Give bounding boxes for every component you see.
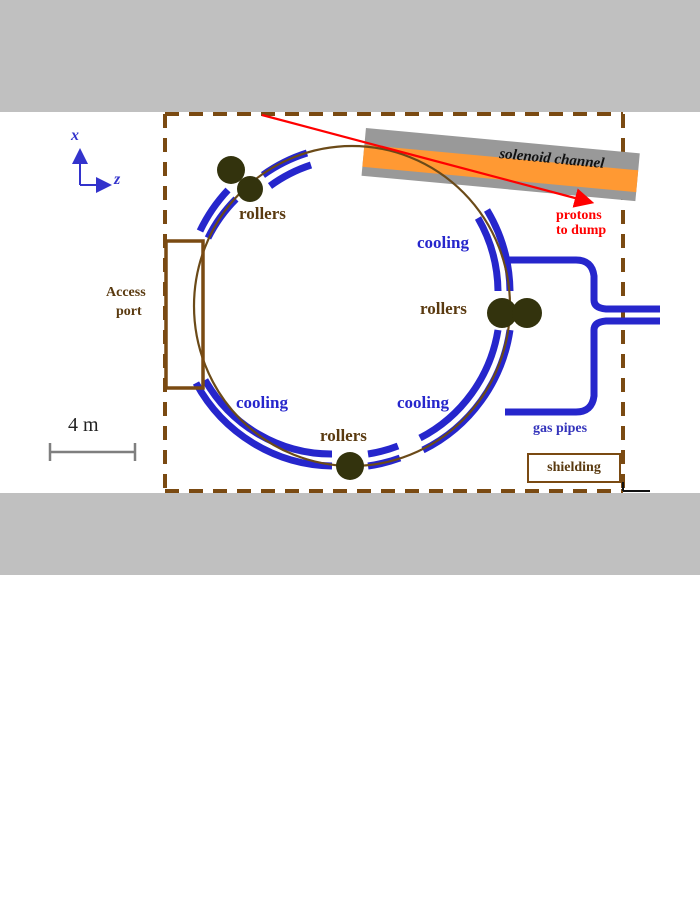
shielding-boundary [163, 112, 625, 493]
cooling-arc-outer-bl [192, 381, 333, 470]
rollers-label-right: rollers [420, 299, 467, 318]
roller-right-a [487, 298, 517, 328]
gas-pipes [505, 256, 660, 416]
axis-x-label: x [71, 127, 79, 144]
cooling-arc-inner-ur [474, 216, 502, 292]
solenoid-channel [361, 127, 640, 202]
access-port-rect [164, 239, 205, 390]
roller-top-left-b [237, 176, 263, 202]
cooling-arc-outer-ur [483, 208, 514, 292]
proton-beam-line [261, 113, 595, 208]
scale-bar-label: 4 m [68, 414, 99, 436]
rollers-label-top-left: rollers [239, 204, 286, 223]
gas-pipe-upper [505, 256, 660, 313]
cooling-arc-outer-tl [196, 187, 231, 233]
cooling-label-upper-right: cooling [417, 233, 469, 252]
protons-to-dump-label-line1: protons [556, 208, 602, 223]
scale-bar [48, 443, 137, 461]
rollers-label-bottom: rollers [320, 426, 367, 445]
axis-z-label: z [114, 171, 121, 188]
cooling-arc-inner-b2 [367, 442, 400, 458]
roller-right-b [512, 298, 542, 328]
protons-to-dump-label-line2: to dump [556, 223, 607, 238]
cooling-label-lower-right: cooling [397, 393, 449, 412]
roller-bottom [336, 452, 364, 480]
cooling-label-lower-left: cooling [236, 393, 288, 412]
access-port-label-line1: Access [106, 285, 146, 300]
solenoid-inner-bore [362, 144, 639, 193]
roller-top-left-a [217, 156, 245, 184]
gas-pipe-lower [505, 317, 660, 416]
cooling-arc-inner-t [267, 161, 313, 189]
proton-beam-arrow [261, 113, 595, 208]
access-port-label-line2: port [116, 304, 142, 319]
corner-mark [622, 482, 650, 492]
bottom-gray-band [0, 493, 700, 575]
roller-circles [217, 156, 542, 480]
shielding-legend-box: shielding [527, 453, 621, 483]
cooling-arc-inner-lr [418, 329, 502, 442]
gas-pipes-label: gas pipes [533, 421, 588, 436]
coordinate-axes [72, 148, 112, 193]
top-gray-band [0, 0, 700, 112]
shielding-label: shielding [547, 460, 601, 475]
